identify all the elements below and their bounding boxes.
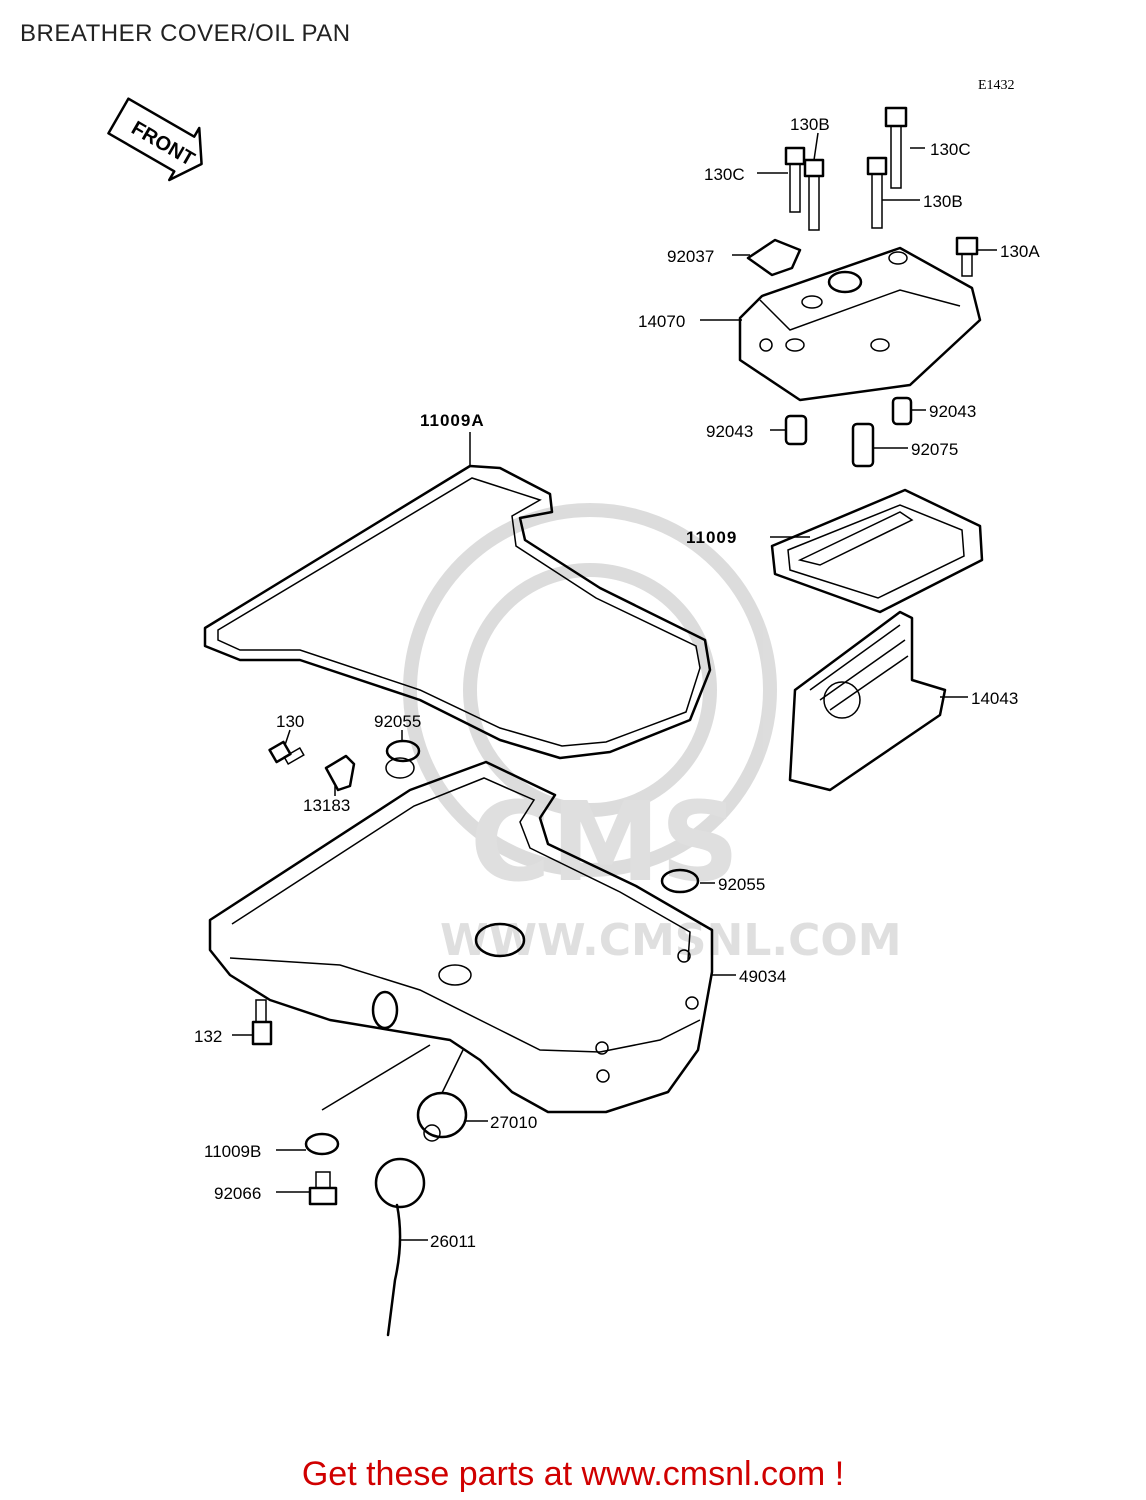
bolt-130B-right [866, 156, 888, 229]
label-92075: 92075 [911, 440, 958, 459]
label-11009B: 11009B [204, 1142, 261, 1161]
label-130B-top: 130B [790, 115, 830, 134]
bolt-130 [268, 740, 305, 765]
breather-cover-14070 [738, 246, 982, 402]
label-92055-right: 92055 [718, 875, 765, 894]
front-arrow-label: FRONT [128, 117, 199, 170]
label-130C-left: 130C [704, 165, 745, 184]
label-14043: 14043 [971, 689, 1018, 708]
bolt-130A [955, 236, 979, 277]
bolt-132 [251, 999, 273, 1046]
bolt-130C-right [884, 106, 908, 189]
float-sensor-26011 [374, 1157, 426, 1337]
leader-lines [232, 132, 997, 1241]
collar-92043-left [784, 414, 808, 446]
gasket-11009A [203, 464, 712, 760]
collar-92043-right [891, 396, 913, 426]
clamp-13183 [324, 754, 356, 792]
label-26011: 26011 [430, 1232, 476, 1251]
label-49034: 49034 [739, 967, 786, 986]
separator-14043 [788, 610, 947, 792]
label-130B-right: 130B [923, 192, 963, 211]
page-title: BREATHER COVER/OIL PAN [20, 20, 351, 47]
diagram-id: E1432 [978, 78, 1015, 93]
parts-diagram: CMS WWW.CMSNL.COM FRONT [107, 97, 1040, 1337]
label-92043-left: 92043 [706, 422, 753, 441]
front-arrow-icon: FRONT [107, 97, 203, 182]
label-130: 130 [276, 712, 304, 731]
label-11009A: 11009A [420, 411, 485, 430]
label-13183: 13183 [303, 796, 350, 815]
label-27010: 27010 [490, 1113, 537, 1132]
oil-pan-49034 [208, 757, 714, 1114]
watermark-brand: CMS [470, 778, 739, 906]
watermark: CMS WWW.CMSNL.COM [403, 503, 902, 966]
watermark-url: WWW.CMSNL.COM [440, 915, 902, 966]
label-92055-top: 92055 [374, 712, 421, 731]
label-130A: 130A [1000, 242, 1040, 261]
clamp-92037 [746, 238, 802, 277]
label-132: 132 [194, 1027, 222, 1046]
footer-link[interactable]: Get these parts at www.cmsnl.com ! [301, 1455, 845, 1493]
seal-92055-right [660, 868, 700, 894]
bolt-130B-left [803, 158, 825, 231]
label-11009: 11009 [686, 528, 737, 547]
label-92037: 92037 [667, 247, 714, 266]
sensor-92075 [851, 422, 875, 468]
label-130C-right: 130C [930, 140, 971, 159]
label-14070: 14070 [638, 312, 685, 331]
bolt-130C-left [784, 146, 806, 213]
drain-plug-92066 [308, 1171, 338, 1206]
seal-92055-top [385, 739, 421, 763]
label-92043-right: 92043 [929, 402, 976, 421]
washer-11009B [304, 1132, 340, 1156]
label-92066: 92066 [214, 1184, 261, 1203]
gasket-11009 [770, 488, 984, 614]
